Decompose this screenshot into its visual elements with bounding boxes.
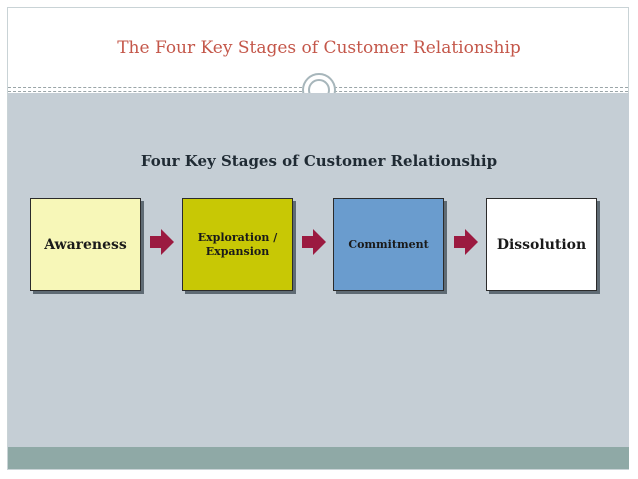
right-arrow-icon: [150, 229, 174, 255]
stage-label: Exploration / Expansion: [197, 230, 278, 258]
stage-dissolution: Dissolution: [486, 198, 597, 291]
stage-label: Awareness: [44, 236, 127, 253]
right-arrow-icon: [302, 229, 326, 255]
stage-label: Commitment: [348, 237, 429, 251]
footer-bar: [8, 447, 629, 469]
right-arrow-icon: [454, 229, 478, 255]
stage-exploration-expansion: Exploration / Expansion: [182, 198, 293, 291]
stage-commitment: Commitment: [333, 198, 444, 291]
slide-title: The Four Key Stages of Customer Relation…: [117, 38, 521, 58]
diagram-title: Four Key Stages of Customer Relationship: [140, 152, 498, 170]
stage-label: Dissolution: [496, 236, 587, 253]
stage-awareness: Awareness: [30, 198, 141, 291]
